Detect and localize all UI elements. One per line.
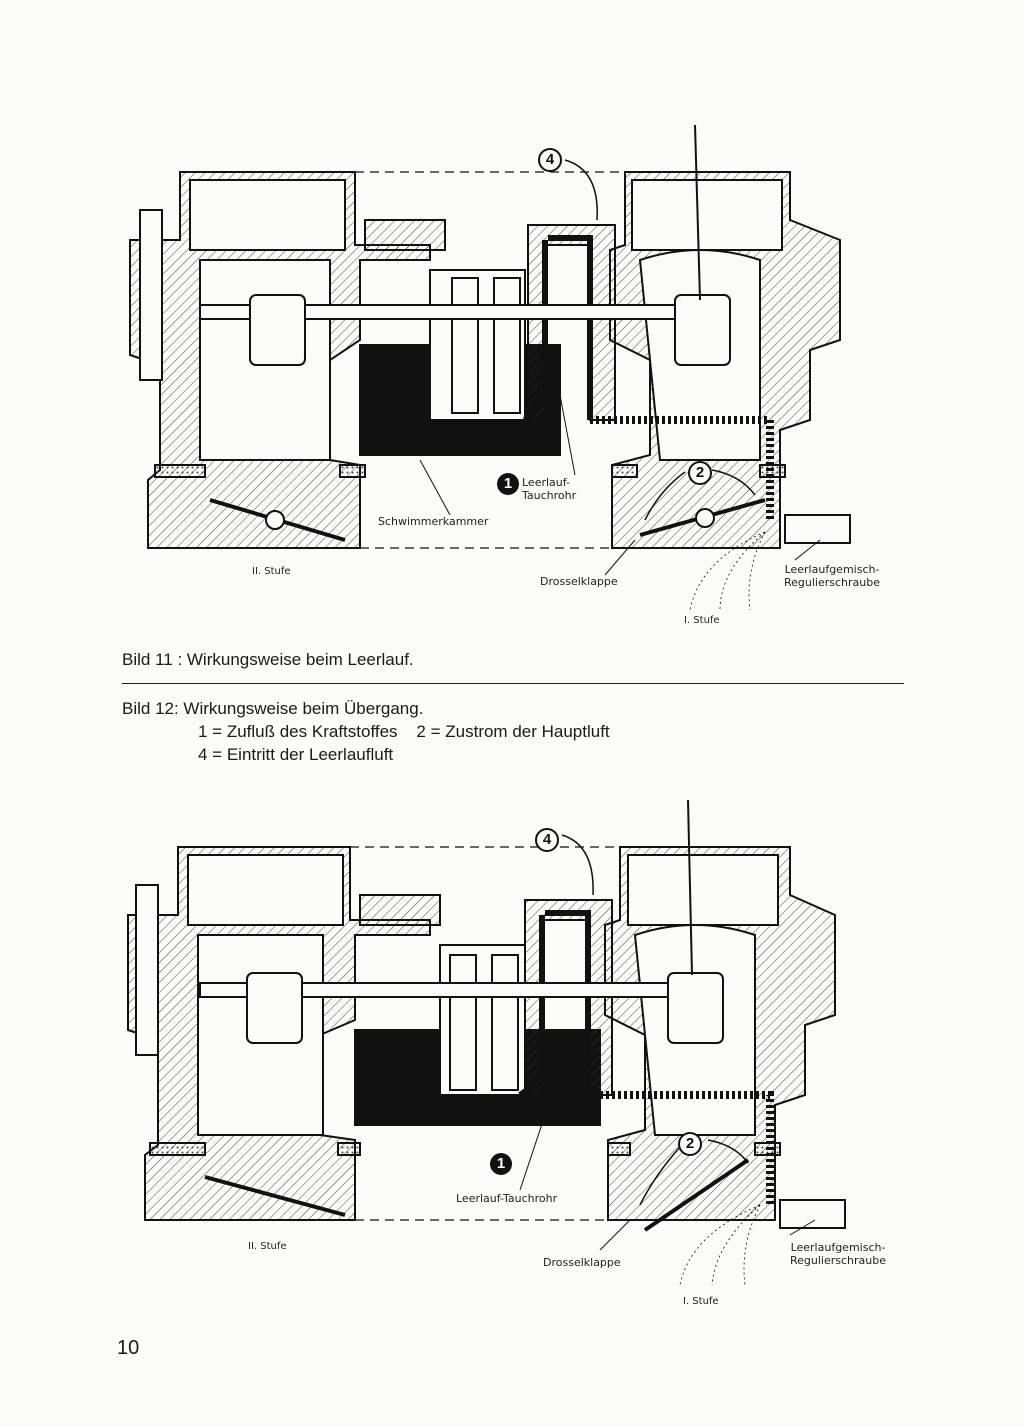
label-drosselklappe: Drosselklappe [543, 1256, 621, 1269]
label-drosselklappe: Drosselklappe [540, 575, 618, 588]
label-regulierschraube-line2: Regulierschraube [783, 576, 880, 589]
marker-2: 2 [688, 461, 712, 485]
label-tauchrohr: Leerlauf- Tauchrohr [522, 476, 576, 502]
label-regulierschraube-line1: Leerlaufgemisch- [790, 1241, 886, 1254]
caption-bild-11: Bild 11 : Wirkungsweise beim Leerlauf. [122, 650, 414, 669]
label-stufe-2: II. Stufe [248, 1241, 287, 1252]
page-number: 10 [117, 1337, 140, 1359]
label-regulierschraube-line2: Regulierschraube [789, 1254, 886, 1267]
label-tauchrohr-line2: Tauchrohr [522, 489, 577, 502]
label-stufe-1: I. Stufe [684, 615, 720, 626]
label-stufe-2: II. Stufe [252, 566, 291, 577]
marker-4: 4 [535, 828, 559, 852]
figure-12: 4 1 2 Leerlauf-Tauchrohr II. Stufe Dross… [0, 795, 1024, 1320]
carburetor-diagram-12 [127, 799, 846, 1286]
label-regulierschraube-line1: Leerlaufgemisch- [784, 563, 880, 576]
label-tauchrohr: Leerlauf-Tauchrohr [456, 1192, 558, 1205]
label-stufe-1: I. Stufe [683, 1296, 719, 1307]
legend-line-2: 4 = Eintritt der Leerlaufluft [198, 745, 394, 764]
figure-11: 4 1 2 Leerlauf- Tauchrohr Schwimmerkamme… [0, 120, 1024, 640]
carburetor-diagram-11 [129, 124, 851, 611]
caption-bild-12: Bild 12: Wirkungsweise beim Übergang. [122, 699, 424, 718]
marker-2: 2 [678, 1132, 702, 1156]
label-schwimmerkammer: Schwimmerkammer [378, 515, 489, 528]
marker-1: 1 [490, 1153, 512, 1175]
label-regulierschraube: Leerlaufgemisch- Regulierschraube [763, 1241, 913, 1267]
legend-line-1: 1 = Zufluß des Kraftstoffes 2 = Zustrom … [198, 722, 610, 741]
label-regulierschraube: Leerlaufgemisch- Regulierschraube [757, 563, 907, 589]
label-tauchrohr-line1: Leerlauf- [522, 476, 571, 489]
marker-4: 4 [538, 148, 562, 172]
marker-1: 1 [497, 473, 519, 495]
divider [122, 683, 904, 684]
